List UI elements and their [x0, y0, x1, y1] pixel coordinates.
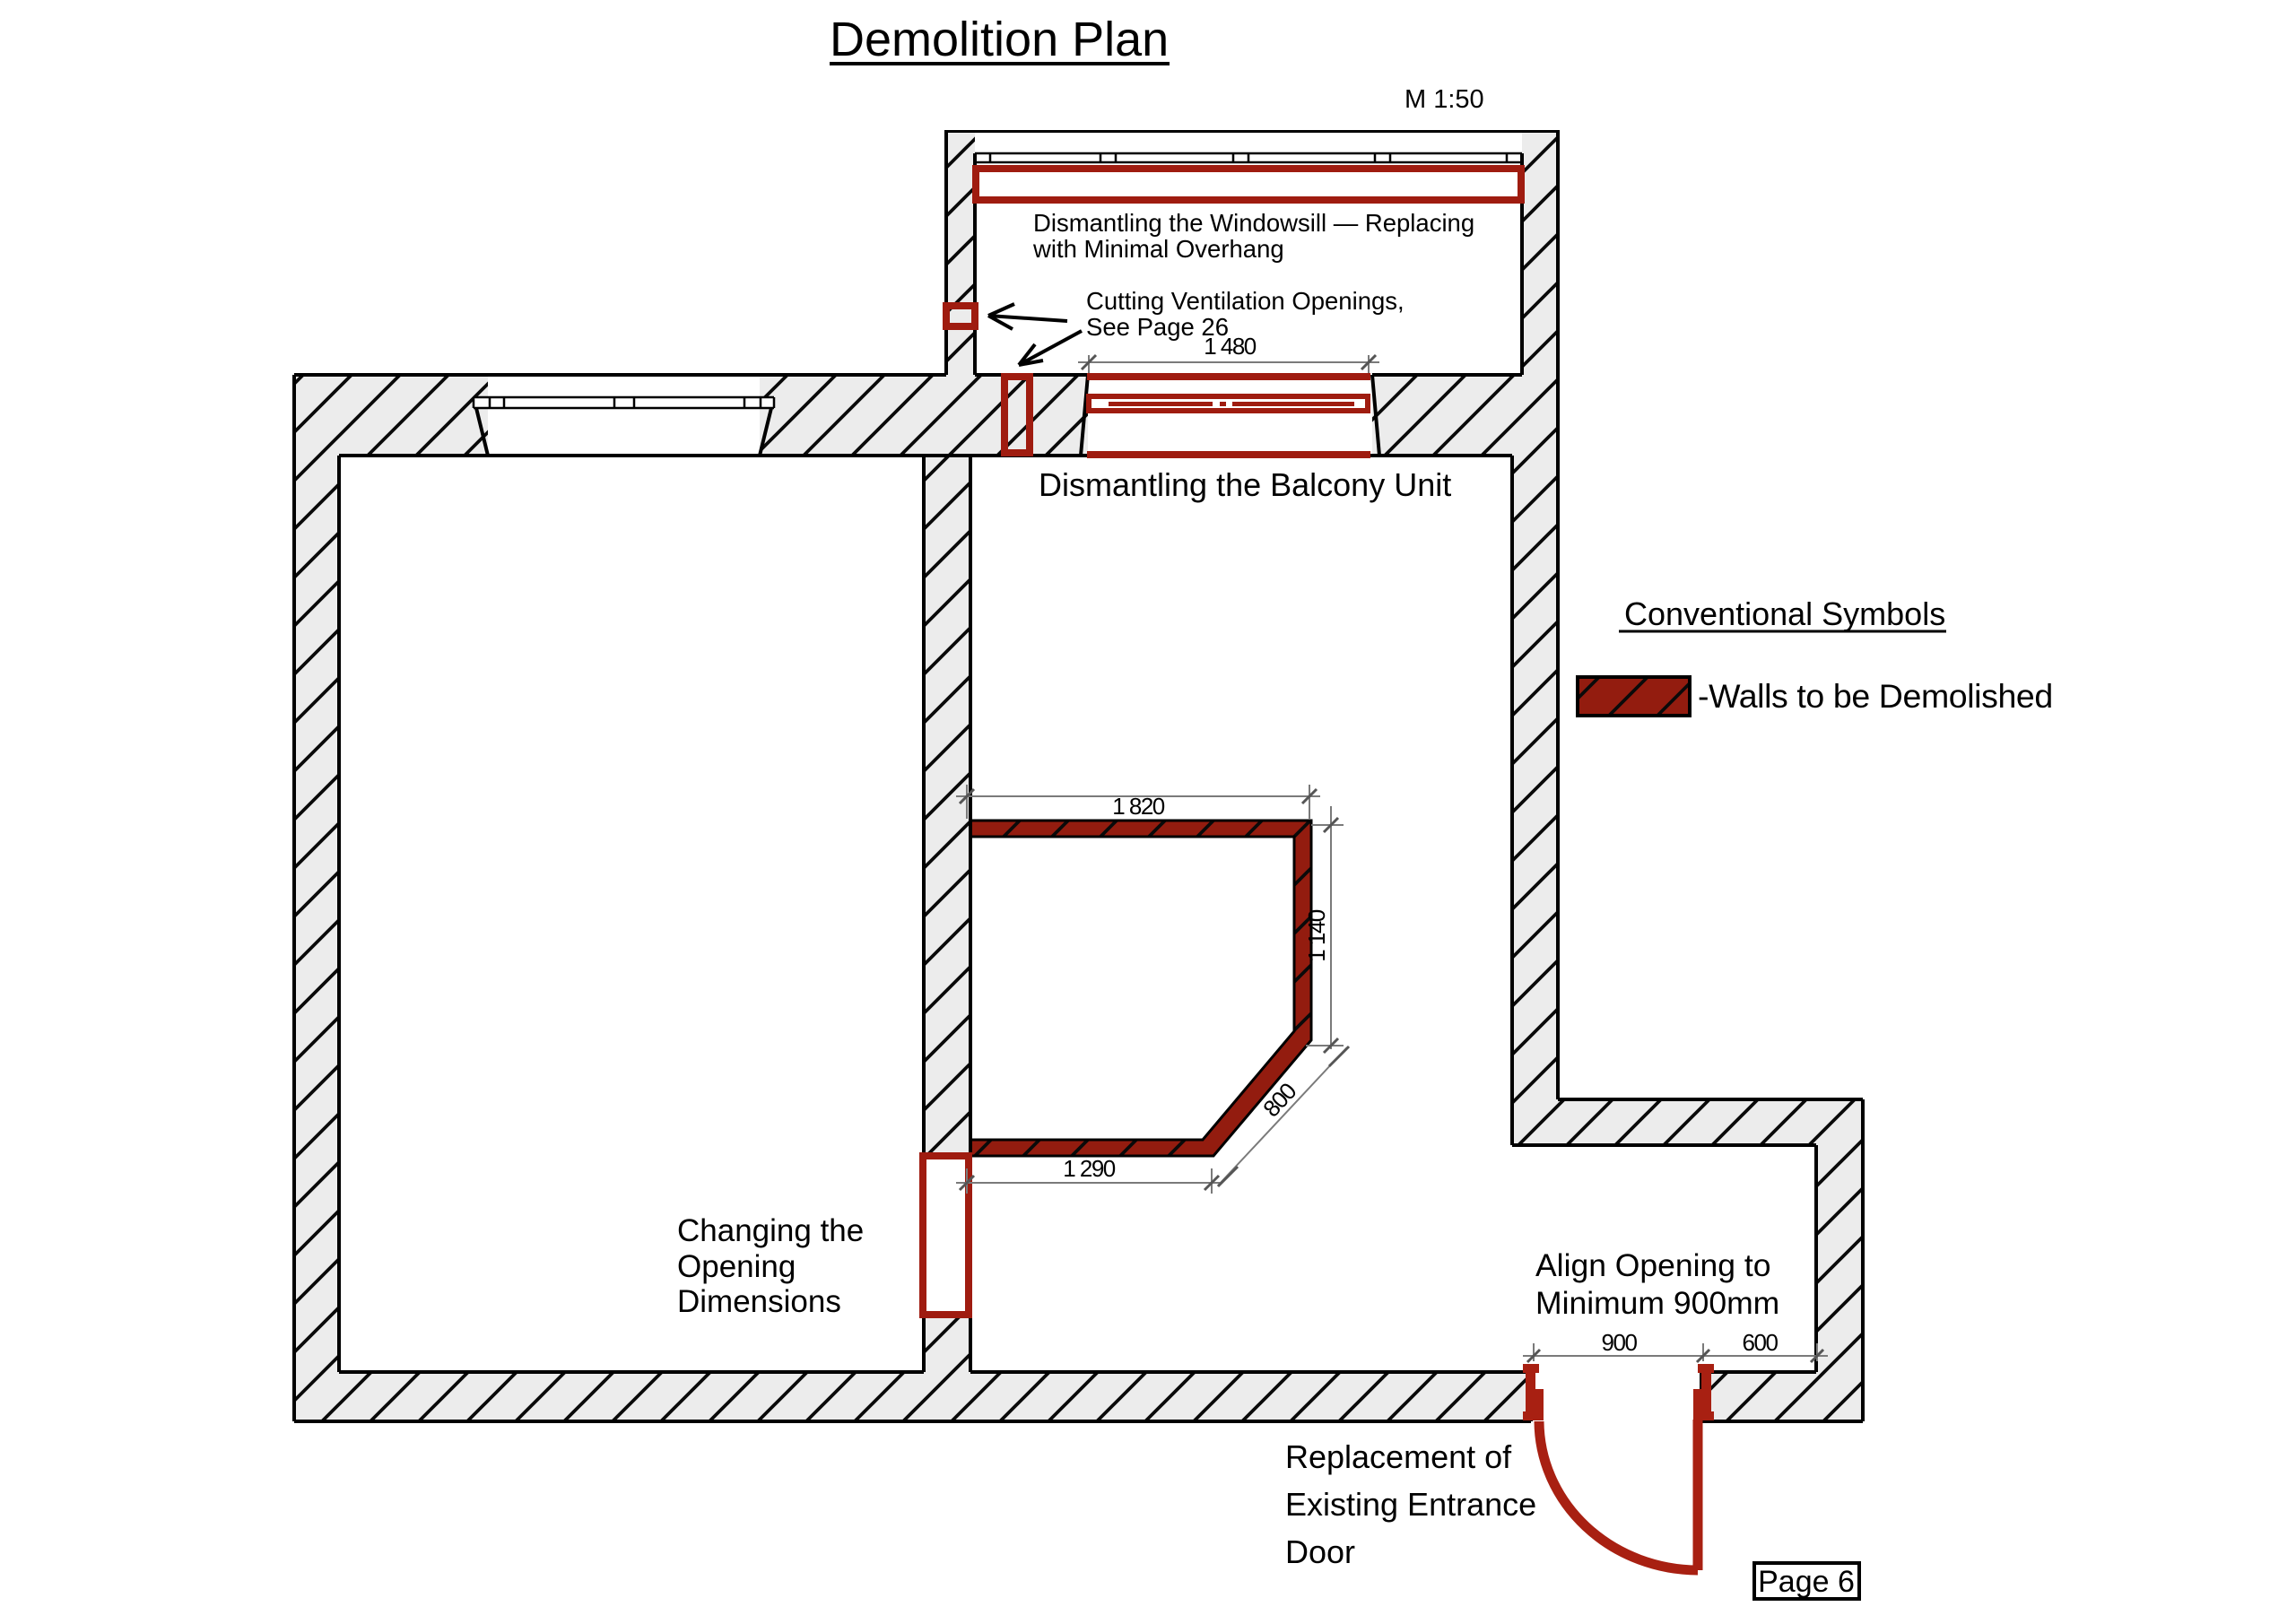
svg-text:1 140: 1 140	[1303, 909, 1330, 962]
svg-text:600: 600	[1743, 1329, 1779, 1356]
svg-text:Page 6: Page 6	[1758, 1565, 1855, 1599]
svg-text:See Page 26: See Page 26	[1086, 313, 1229, 341]
svg-text:Cutting Ventilation Openings,: Cutting Ventilation Openings,	[1086, 287, 1405, 315]
svg-text:1 480: 1 480	[1204, 333, 1257, 360]
svg-text:Minimum 900mm: Minimum 900mm	[1535, 1285, 1779, 1321]
svg-text:Door: Door	[1285, 1533, 1355, 1570]
svg-text:Existing Entrance: Existing Entrance	[1285, 1486, 1536, 1523]
svg-text:1 820: 1 820	[1112, 793, 1165, 820]
svg-text:Dismantling the Balcony Unit: Dismantling the Balcony Unit	[1039, 466, 1451, 503]
svg-text:900: 900	[1602, 1329, 1638, 1356]
svg-text:Demolition Plan: Demolition Plan	[830, 13, 1169, 66]
svg-text:Dimensions: Dimensions	[677, 1284, 841, 1319]
svg-text:M 1:50: M 1:50	[1405, 85, 1484, 114]
svg-text:Dismantling the Windowsill — R: Dismantling the Windowsill — Replacing	[1033, 209, 1474, 237]
svg-text:with Minimal Overhang: with Minimal Overhang	[1032, 235, 1284, 263]
svg-text:Conventional Symbols: Conventional Symbols	[1624, 595, 1945, 632]
svg-text:Replacement of: Replacement of	[1285, 1438, 1512, 1475]
svg-text:1 290: 1 290	[1063, 1155, 1116, 1182]
svg-text:Align Opening to: Align Opening to	[1535, 1247, 1771, 1283]
svg-text:Changing the: Changing the	[677, 1213, 864, 1248]
svg-text:-Walls to be Demolished: -Walls to be Demolished	[1698, 677, 2053, 715]
svg-text:Opening: Opening	[677, 1249, 796, 1284]
